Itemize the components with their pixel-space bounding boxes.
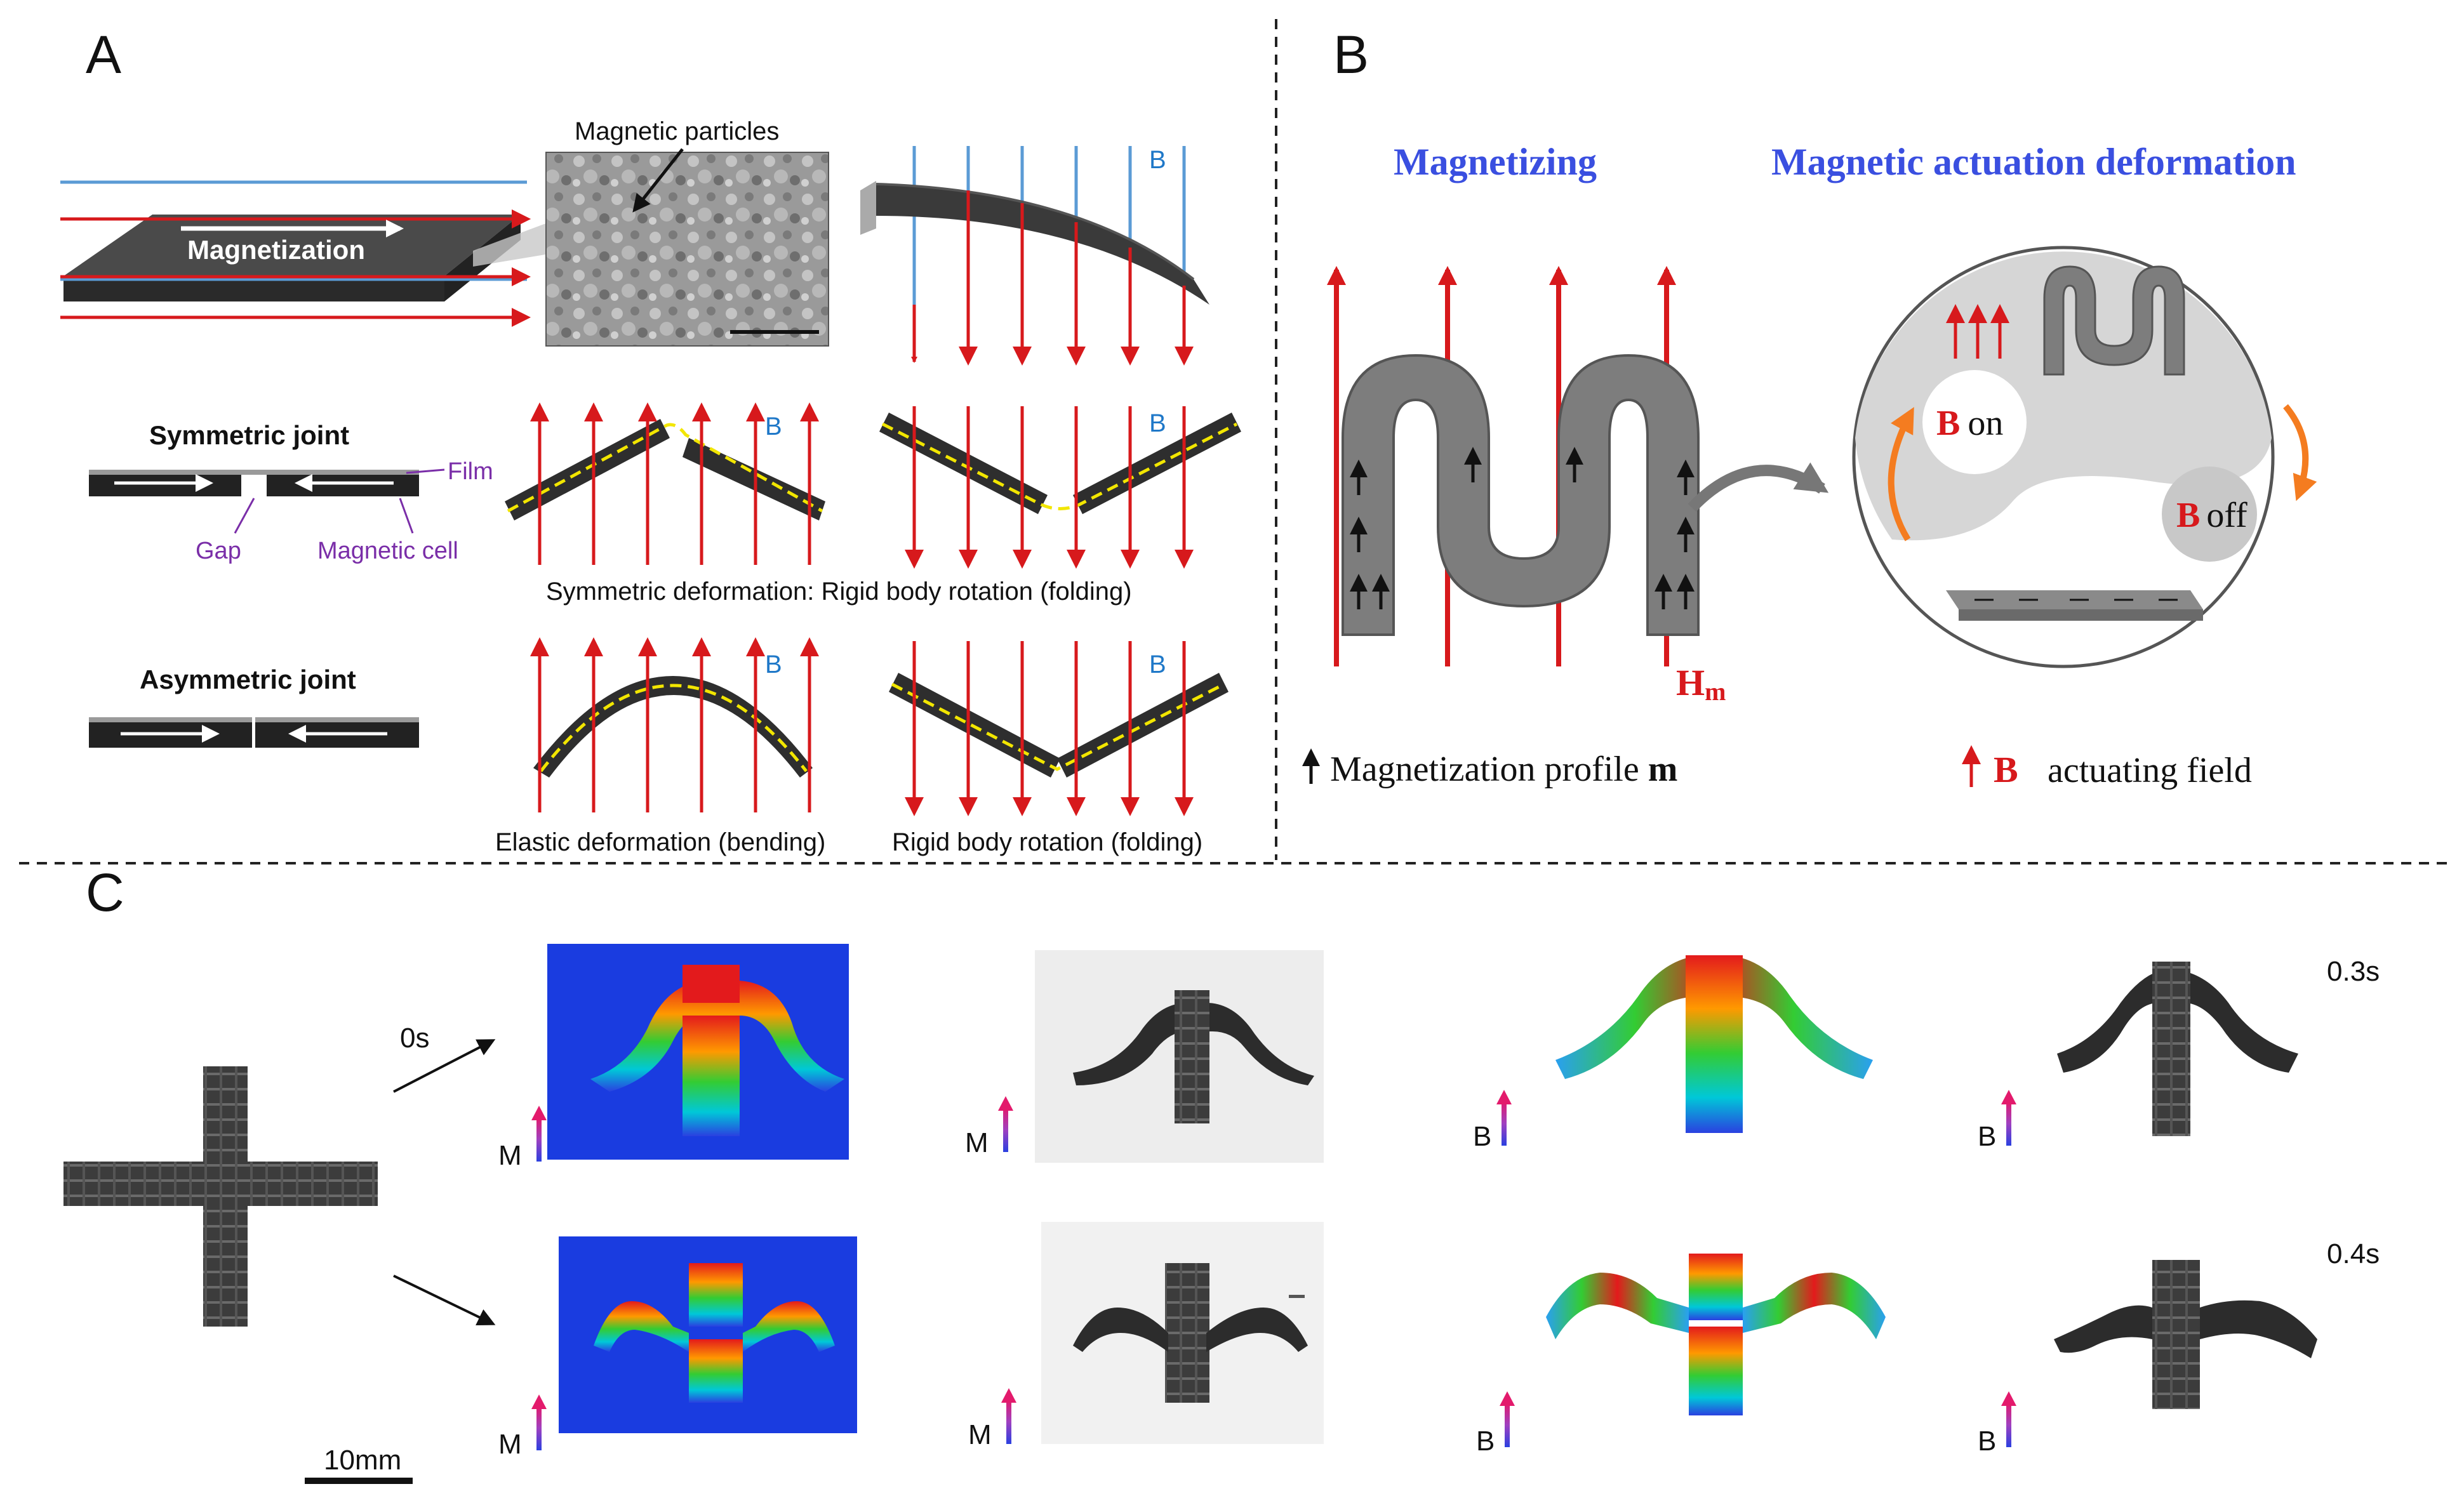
scale-bar [305,1478,413,1484]
cantilever-bending: B [860,146,1209,366]
asymmetric-folding: B [889,641,1229,816]
elastic-bending: B [530,637,819,812]
time-03s-label: 0.3s [2327,956,2380,987]
serpentine-structure [1342,354,1700,636]
sim-top-b [1555,955,1873,1133]
legend-profile-text: Magnetization profile [1330,750,1639,789]
magnetic-cell-label: Magnetic cell [317,538,458,564]
rigid-folding-caption: Rigid body rotation (folding) [892,828,1202,856]
b-off-letter: B [2176,496,2200,535]
arrow-to-bottom-row [393,1275,496,1326]
panel-b: Magnetizing Magnetic actuation deformati… [1302,141,2317,790]
field-label-a3: B [1149,409,1166,437]
panel-label-a: A [86,25,121,84]
b-indicator-1: B [1473,1121,1491,1152]
sim-bottom-b [1546,1254,1886,1415]
time-04s-label: 0.4s [2327,1238,2380,1269]
sim-top-m [547,944,849,1160]
arrow-to-top-row [393,1039,496,1093]
magnetization-slab-group: Magnetization [60,180,549,327]
scale-bar-label: 10mm [324,1445,401,1476]
magnetized-slab [63,215,521,276]
asymmetric-joint-schematic: Asymmetric joint [89,665,419,748]
symmetric-folding-down: B [879,406,1241,569]
m-indicator-2: M [498,1429,522,1460]
photo-top-b [2057,962,2298,1136]
film-label: Film [448,458,493,485]
time-0s-label: 0s [400,1023,429,1054]
legend-field-text: actuating field [2048,751,2252,790]
b-indicator-4: B [1978,1426,1996,1457]
field-label-a4: B [765,651,782,679]
magnetization-label: Magnetization [187,235,365,265]
field-indicators: M M M M B B B B [498,1090,2016,1460]
m-indicator-4: M [968,1419,992,1450]
panel-label-b: B [1333,25,1369,84]
panel-label-c: C [86,863,124,922]
hm-label-sub: m [1705,677,1726,706]
cross-sample-photo [63,1066,378,1327]
symmetric-joint-schematic: Symmetric joint Film Gap Magnetic cell [89,420,493,564]
symmetric-joint-title: Symmetric joint [149,420,349,450]
sim-bottom-m [559,1236,857,1433]
b-on-letter: B [1936,404,1960,443]
photo-top-m [1035,950,1324,1163]
asymmetric-joint-title: Asymmetric joint [140,665,356,694]
b-off-text: off [2206,496,2248,535]
m-indicator-3: M [965,1127,989,1158]
field-label-a2: B [765,413,782,440]
field-label-a5: B [1149,651,1166,679]
panel-a: Magnetization Magnetic particles [60,117,1241,856]
magnetizing-title: Magnetizing [1394,141,1597,183]
legend-profile-symbol: m [1648,750,1678,789]
m-indicator-1: M [498,1140,522,1171]
hm-label: Hm [1676,662,1726,706]
magnetic-particles-label: Magnetic particles [575,117,779,145]
legend-field-symbol: B [1994,749,2018,790]
b-indicator-2: B [1476,1426,1495,1457]
elastic-bending-caption: Elastic deformation (bending) [495,828,825,856]
photo-bottom-b [2054,1260,2317,1409]
b-off-circle [2162,467,2257,562]
transition-arrow [1688,462,1829,512]
b-indicator-3: B [1978,1121,1996,1152]
symmetric-folding-up: B [505,402,825,565]
b-on-circle [1922,370,2027,474]
symmetric-deformation-caption: Symmetric deformation: Rigid body rotati… [546,578,1132,606]
hm-label-main: H [1676,662,1705,703]
gap-label: Gap [196,538,241,564]
field-label-a1: B [1149,146,1166,174]
actuation-title: Magnetic actuation deformation [1771,141,2296,183]
b-on-text: on [1968,404,2003,443]
photo-bottom-m [1041,1222,1324,1444]
sem-image: Magnetic particles [545,117,829,347]
panel-c: 0s 10mm [63,944,2380,1484]
